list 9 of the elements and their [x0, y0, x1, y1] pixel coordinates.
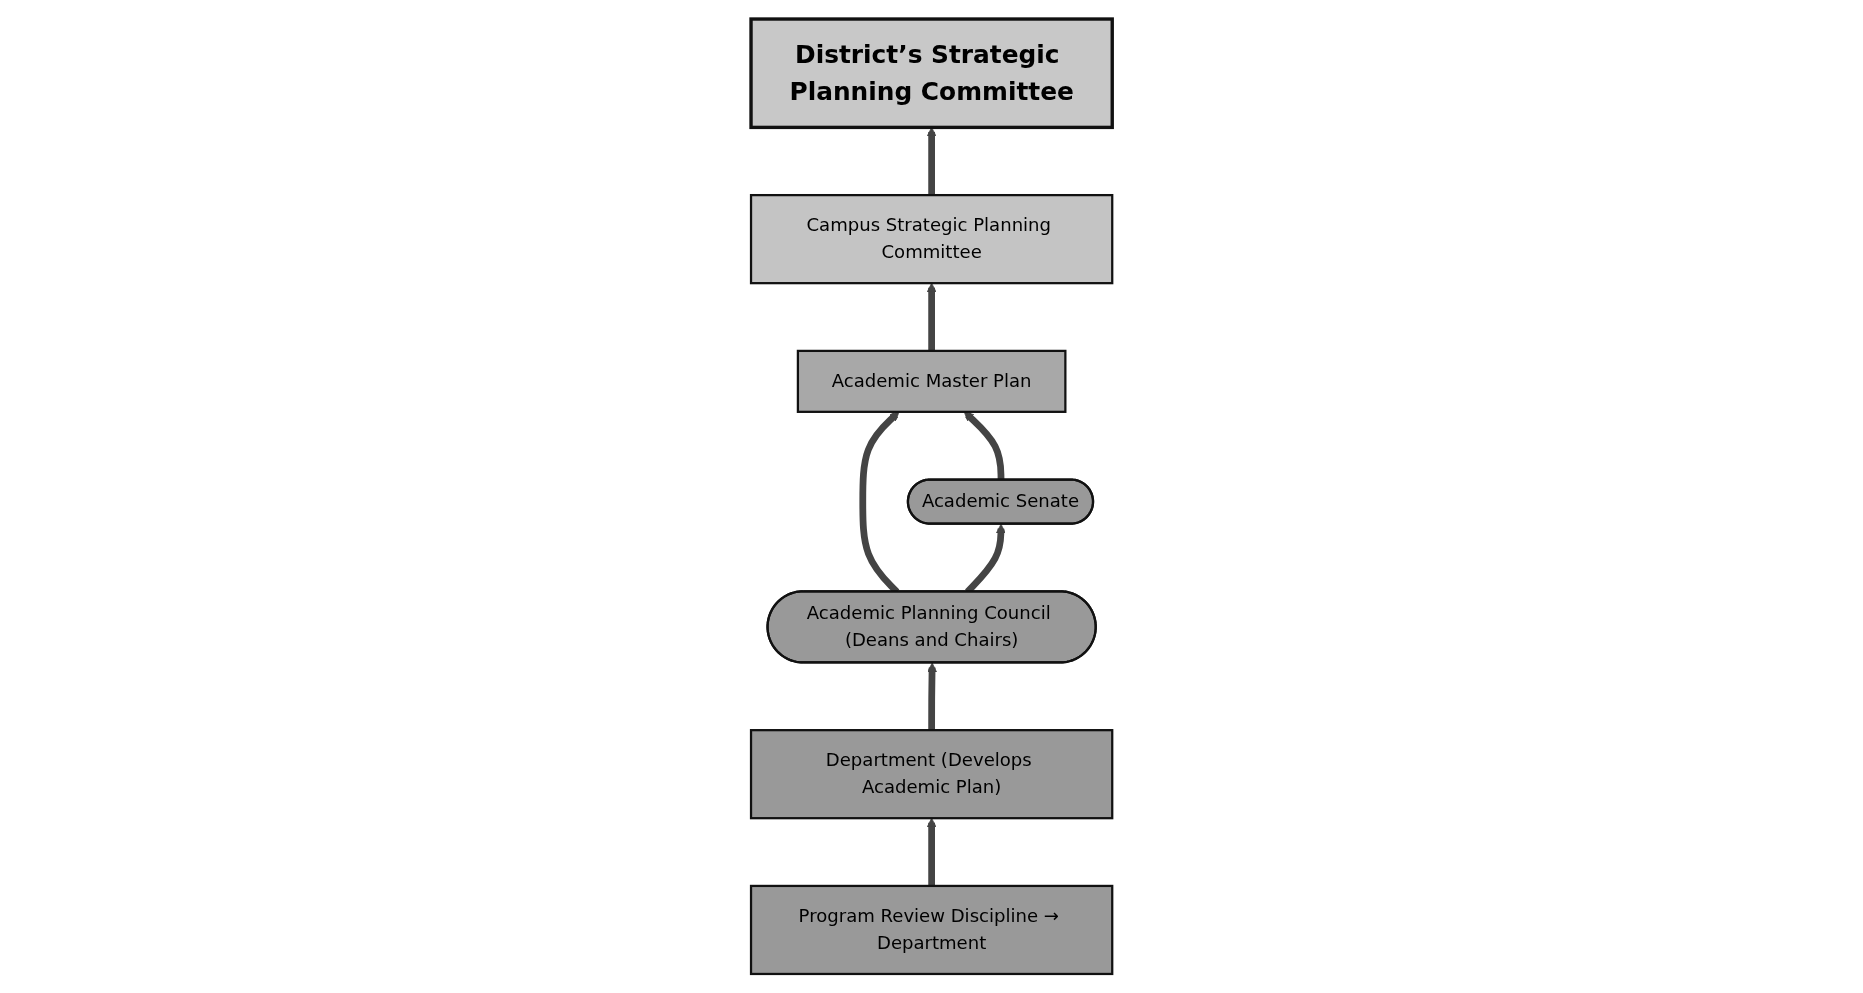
- arrow: [926, 817, 937, 886]
- node-box: Department (Develops Academic Plan): [749, 729, 1114, 820]
- arrow: [926, 662, 937, 731]
- arrow: [926, 282, 937, 351]
- arrow: [963, 411, 1005, 481]
- node-box: Academic Master Plan: [796, 349, 1067, 413]
- node-box: Program Review Discipline → Department: [749, 884, 1114, 976]
- node-box: Campus Strategic Planning Committee: [749, 194, 1114, 285]
- node-box: District’s Strategic Planning Committee: [749, 17, 1114, 130]
